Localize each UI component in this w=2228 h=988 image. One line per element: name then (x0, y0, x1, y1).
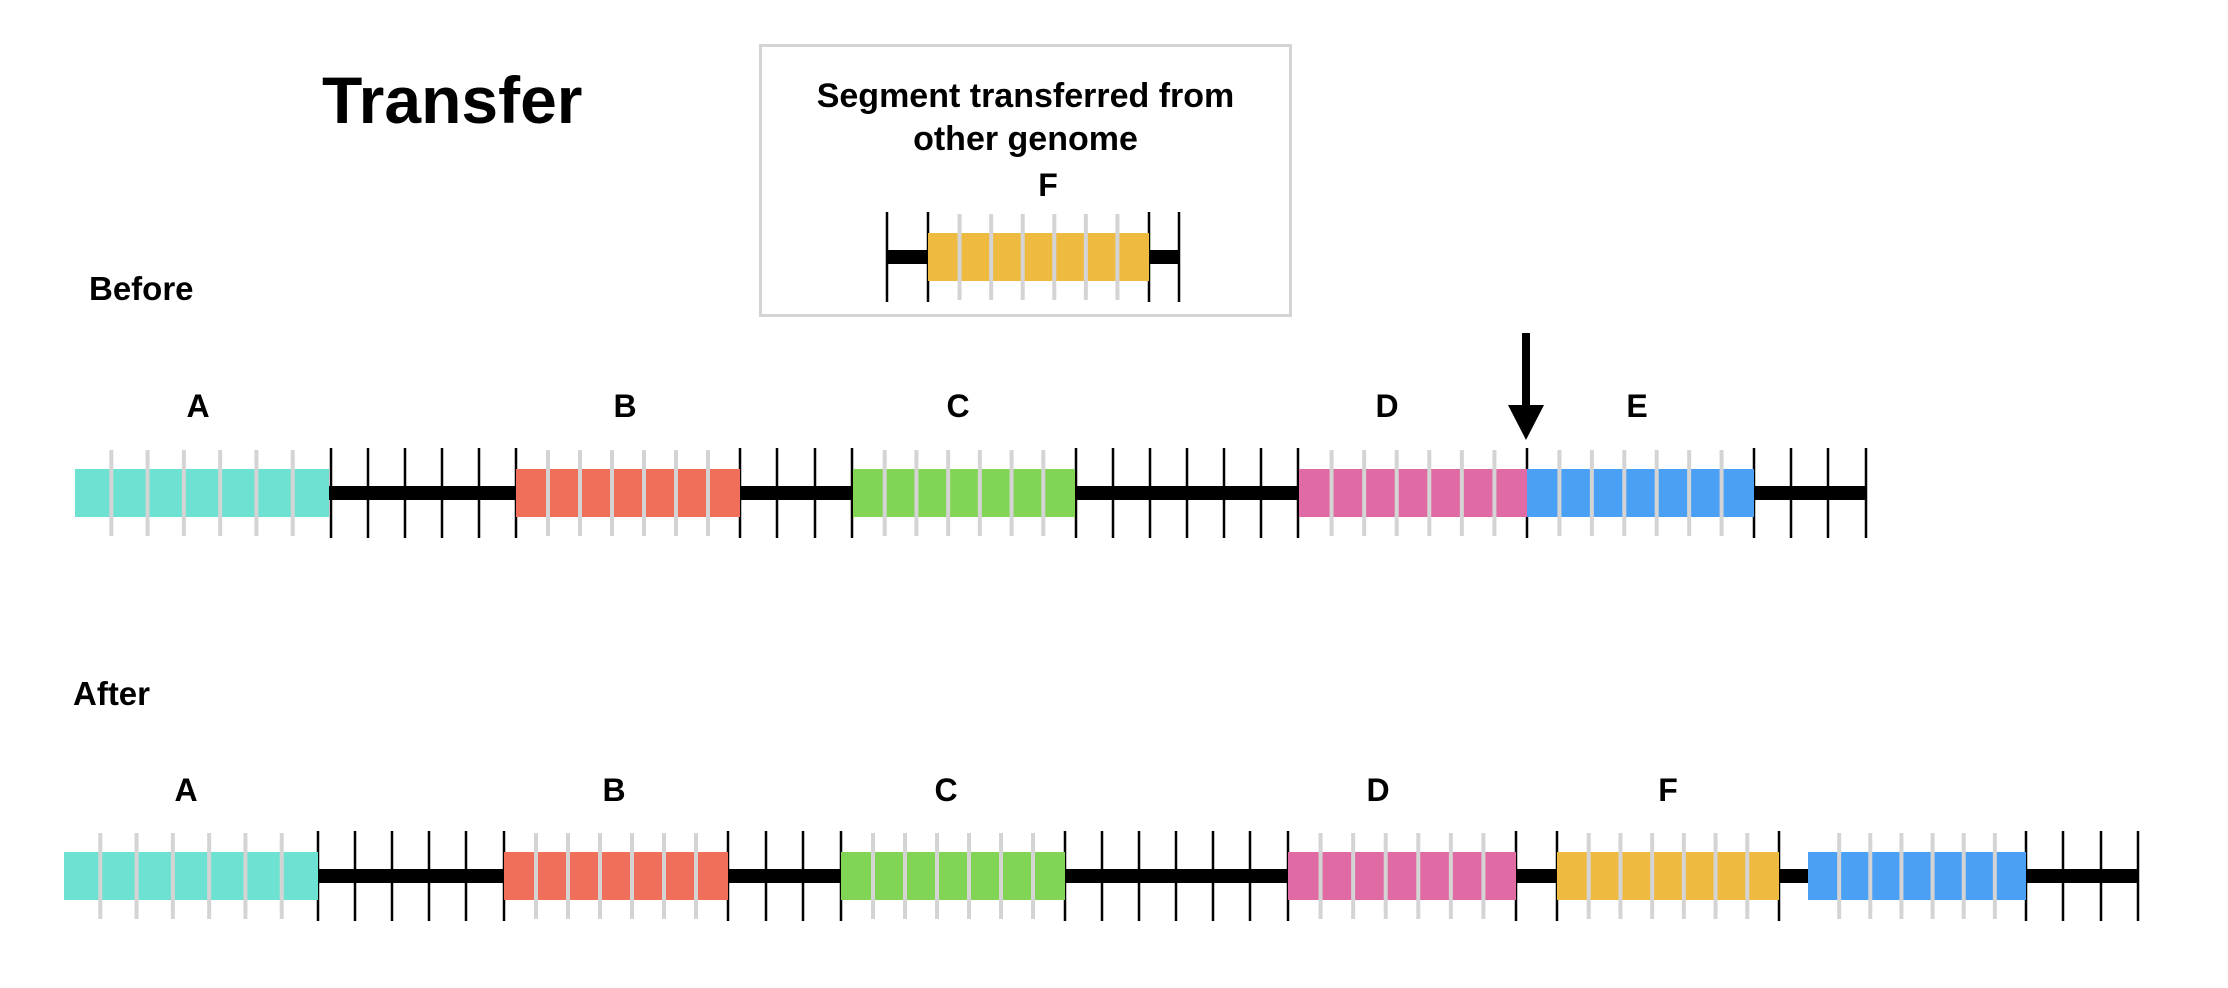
gene-block (1557, 852, 1779, 900)
gene-d: D (1288, 772, 1516, 919)
backbone-segment (1149, 250, 1179, 264)
gene-label: C (946, 388, 969, 424)
arrow-shaft (1522, 333, 1530, 411)
gene-block (1288, 852, 1516, 900)
gene-label: A (174, 772, 197, 808)
backbone-segment (2026, 869, 2138, 883)
inset-caption-line-1: Segment transferred from (816, 77, 1235, 115)
inset-caption-line-2: other genome (913, 120, 1138, 158)
gene-e: E (1527, 388, 1754, 536)
gene-label: F (1658, 772, 1678, 808)
backbone-segment (1516, 869, 1557, 883)
gene-a: A (75, 388, 329, 536)
gene-label: D (1366, 772, 1389, 808)
arrow-down-icon (1508, 333, 1544, 440)
arrow-head (1508, 405, 1544, 440)
backbone-segment (318, 869, 504, 883)
gene-label: E (1626, 388, 1647, 424)
gene-label: B (602, 772, 625, 808)
gene-block (928, 233, 1149, 281)
gene-label: A (186, 388, 209, 424)
gene-label: C (934, 772, 957, 808)
before-label: Before (89, 270, 194, 307)
backbone-segment (887, 250, 928, 264)
gene-block (1527, 469, 1754, 517)
gene-block (64, 852, 318, 900)
transferred-segment-track: F (885, 167, 1181, 302)
gene-label: B (613, 388, 636, 424)
gene-block (516, 469, 740, 517)
backbone-segment (728, 869, 841, 883)
page-title: Transfer (322, 63, 583, 137)
gene-block (75, 469, 329, 517)
gene-b: B (504, 772, 728, 919)
gene-c: C (841, 772, 1065, 919)
backbone-segment (1754, 486, 1866, 500)
gene-a: A (64, 772, 318, 919)
before-genome-track: A B C D E (75, 388, 1868, 538)
backbone-segment (1779, 869, 1808, 883)
after-label: After (73, 675, 151, 712)
gene-block (1299, 469, 1527, 517)
gene-f: F (928, 167, 1149, 300)
backbone-segment (329, 486, 516, 500)
gene-b: B (516, 388, 740, 536)
gene-label: F (1038, 167, 1058, 203)
gene-f: F (1557, 772, 1779, 919)
gene-label: D (1375, 388, 1398, 424)
backbone-segment (740, 486, 853, 500)
gene-d: D (1299, 388, 1527, 536)
gene-block (504, 852, 728, 900)
transferred-segment-box: Segment transferred from other genome (759, 44, 1292, 317)
gene-block (853, 469, 1075, 517)
gene-block (1808, 852, 2026, 900)
gene-c: C (853, 388, 1075, 536)
gene-block (841, 852, 1065, 900)
gene-unlabeled (1808, 833, 2026, 919)
